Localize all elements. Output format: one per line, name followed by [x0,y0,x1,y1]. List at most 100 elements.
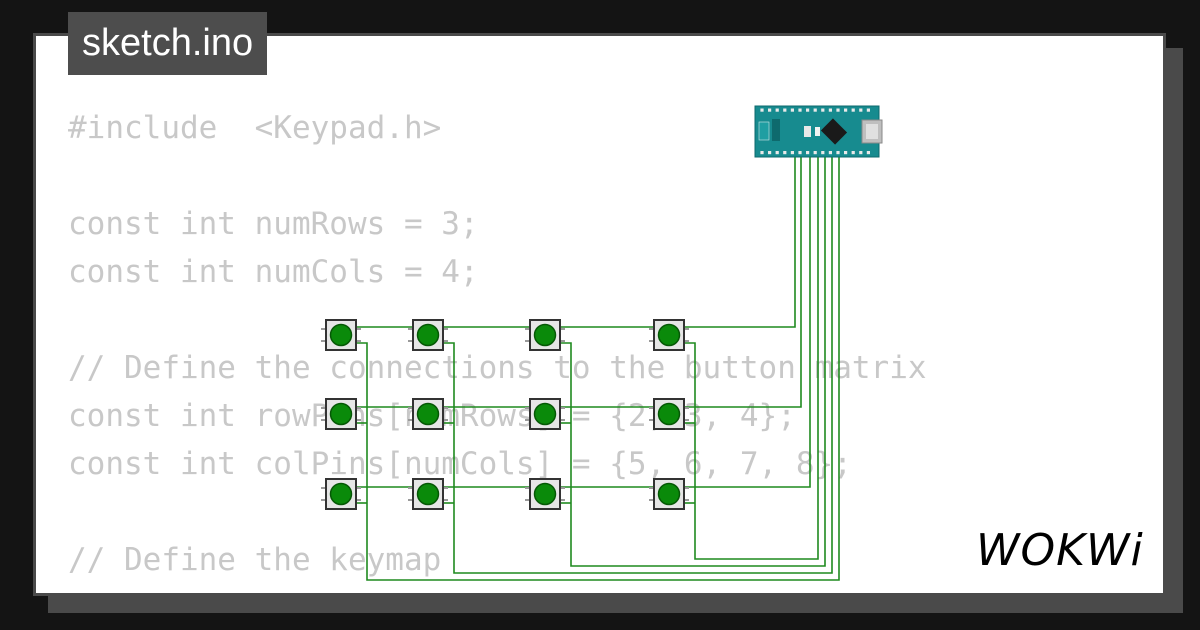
button-lead [321,340,327,342]
button-lead [408,328,414,330]
header-pin [836,108,840,112]
button-lead [649,487,655,489]
preview-card: #include <Keypad.h> const int numRows = 3… [33,33,1166,596]
button-lead [355,328,361,330]
header-pin [775,151,779,155]
code-line: const int numCols = 4; [68,254,479,290]
button-lead [559,419,565,421]
button-lead [683,419,689,421]
button-cap [329,482,353,506]
header-pin [813,108,817,112]
button-cap [329,402,353,426]
button-cap [416,402,440,426]
header-pin [760,108,764,112]
button-lead [559,487,565,489]
header-pin [798,151,802,155]
header-pin [806,108,810,112]
button-lead [442,407,448,409]
button-matrix [321,319,689,510]
button-cap [657,323,681,347]
header-pin [821,108,825,112]
button-lead [559,328,565,330]
button-lead [649,340,655,342]
button-lead [649,499,655,501]
code-line: const int colPins[numCols] = {5, 6, 7, 8… [68,446,852,482]
push-button[interactable] [321,319,361,351]
button-lead [442,499,448,501]
button-lead [321,499,327,501]
arduino-nano-board[interactable] [754,105,883,158]
file-tab[interactable]: sketch.ino [68,12,268,75]
header-pin [828,151,832,155]
header-pin [760,151,764,155]
header-pin [806,151,810,155]
push-button[interactable] [525,319,565,351]
button-lead [649,419,655,421]
button-cap [657,402,681,426]
button-lead [683,407,689,409]
push-button[interactable] [649,319,689,351]
button-cap [329,323,353,347]
push-button[interactable] [525,398,565,430]
header-pin [828,108,832,112]
button-lead [321,419,327,421]
button-lead [442,419,448,421]
header-pin [813,151,817,155]
wire [356,157,796,328]
wires [356,157,840,581]
button-lead [355,419,361,421]
header-pin [821,151,825,155]
header-pin [859,151,863,155]
push-button[interactable] [649,398,689,430]
push-button[interactable] [321,398,361,430]
header-pin [798,108,802,112]
push-button[interactable] [408,319,448,351]
code-line: const int numRows = 3; [68,206,479,242]
microcontroller-chip [820,118,848,145]
wire [443,157,833,574]
button-lead [525,499,531,501]
push-button[interactable] [408,398,448,430]
button-lead [559,499,565,501]
header-pin [851,108,855,112]
button-lead [525,487,531,489]
button-lead [408,499,414,501]
button-lead [321,328,327,330]
push-button[interactable] [525,478,565,510]
button-lead [355,487,361,489]
header-pin [790,108,794,112]
button-lead [355,499,361,501]
header-pin [768,151,772,155]
header-pin [768,108,772,112]
button-cap [533,402,557,426]
button-lead [408,419,414,421]
header-pin [866,151,870,155]
header-pin [844,108,848,112]
push-button[interactable] [408,478,448,510]
button-lead [408,340,414,342]
button-cap [533,482,557,506]
push-button[interactable] [321,478,361,510]
header-pin [866,108,870,112]
button-cap [416,323,440,347]
usb-port-inner [866,124,878,139]
wire [356,157,811,488]
button-lead [649,328,655,330]
button-lead [649,407,655,409]
wokwi-logo: WOKWi [976,525,1144,576]
button-lead [683,499,689,501]
header-pin [783,151,787,155]
header-pin [859,108,863,112]
header-pin [790,151,794,155]
button-lead [683,487,689,489]
button-lead [442,487,448,489]
voltage-regulator [772,119,780,141]
button-lead [408,407,414,409]
header-pin [783,108,787,112]
button-lead [559,407,565,409]
header-pins-bottom [760,151,870,155]
push-button[interactable] [649,478,689,510]
button-lead [442,328,448,330]
code-line: #include <Keypad.h> [68,110,442,146]
